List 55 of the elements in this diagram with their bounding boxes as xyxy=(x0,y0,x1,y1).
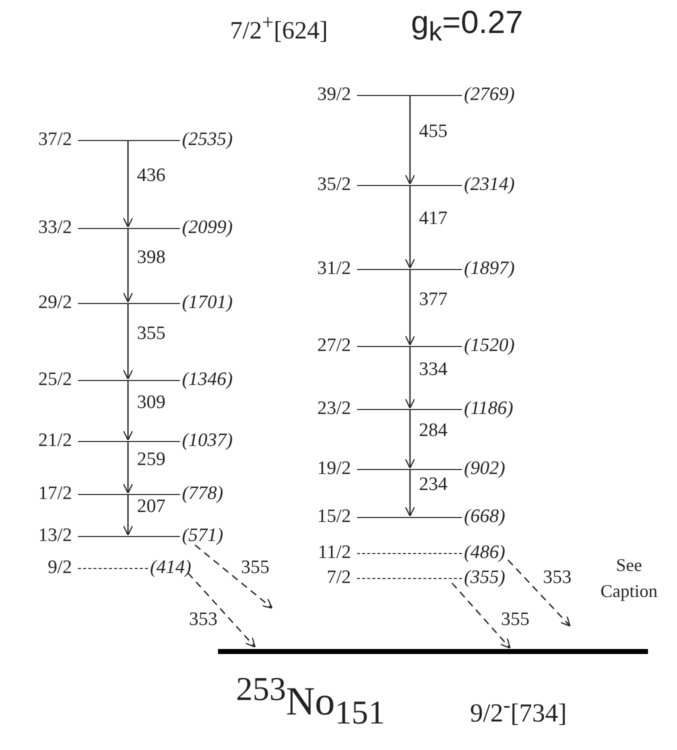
energy-label: (414) xyxy=(150,557,192,579)
spin-label: 11/2 xyxy=(316,542,351,564)
energy-label: (2535) xyxy=(182,129,233,151)
arrow xyxy=(194,544,273,609)
arrow xyxy=(122,442,134,494)
spin-label: 29/2 xyxy=(37,292,72,314)
spin-label: 25/2 xyxy=(37,369,72,391)
spin-label: 23/2 xyxy=(316,398,351,420)
spin-label: 35/2 xyxy=(316,174,351,196)
arrow xyxy=(122,495,134,536)
energy-label: (1037) xyxy=(182,430,233,452)
arrow xyxy=(122,304,134,380)
arrow xyxy=(404,347,416,409)
arrow xyxy=(452,582,511,649)
energy-label: (2769) xyxy=(464,84,515,106)
energy-label: (2099) xyxy=(182,217,233,239)
arrow xyxy=(122,229,134,303)
spin-label: 21/2 xyxy=(37,430,72,452)
energy-label: (1520) xyxy=(464,335,515,357)
arrow xyxy=(508,560,571,627)
spin-label: 17/2 xyxy=(37,483,72,505)
spin-label: 19/2 xyxy=(316,458,351,480)
arrow xyxy=(404,270,416,346)
g-factor-label: g$_{k}$=0.27 xyxy=(411,4,524,48)
energy-label: (1897) xyxy=(464,258,515,280)
spin-label: 33/2 xyxy=(37,217,72,239)
band-label: 7/2$^{+}$[624] xyxy=(230,10,328,46)
spin-label: 39/2 xyxy=(316,84,351,106)
configuration-label: 9/2$^{-}$[734] xyxy=(470,693,567,729)
arrow xyxy=(188,572,256,648)
arrow xyxy=(122,381,134,441)
spin-label: 37/2 xyxy=(37,129,72,151)
spin-label: 7/2 xyxy=(326,567,351,589)
energy-label: (1346) xyxy=(182,369,233,391)
energy-label: (1186) xyxy=(464,398,514,420)
energy-label: (355) xyxy=(464,567,506,589)
spin-label: 31/2 xyxy=(316,258,351,280)
arrow xyxy=(122,141,134,228)
energy-label: (778) xyxy=(182,483,224,505)
energy-label: (571) xyxy=(182,525,224,547)
arrow xyxy=(404,470,416,517)
spin-label: 13/2 xyxy=(37,525,72,547)
energy-label: (902) xyxy=(464,458,506,480)
energy-label: (2314) xyxy=(464,174,515,196)
energy-label: (1701) xyxy=(182,292,233,314)
spin-label: 27/2 xyxy=(316,335,351,357)
note: See Caption xyxy=(600,554,658,603)
spin-label: 9/2 xyxy=(46,557,72,579)
energy-label: (668) xyxy=(464,506,506,528)
arrow xyxy=(404,96,416,185)
energy-label: (486) xyxy=(464,542,506,564)
arrow xyxy=(404,186,416,269)
nuclide-label: $^{253}$No$_{151}$ xyxy=(236,671,385,732)
spin-label: 15/2 xyxy=(316,506,351,528)
arrow xyxy=(404,410,416,469)
